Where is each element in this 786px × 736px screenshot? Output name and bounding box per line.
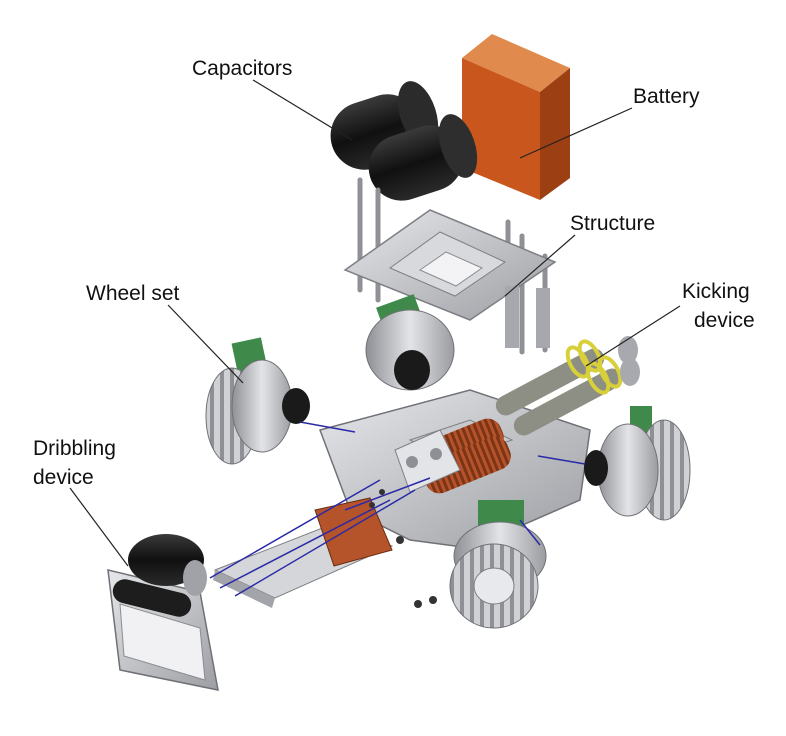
structure-leader xyxy=(504,234,576,297)
wheel-set-front xyxy=(449,500,547,629)
battery xyxy=(462,34,570,200)
battery-label: Battery xyxy=(633,85,700,108)
structure xyxy=(343,177,557,355)
kicking-device-label-line2: device xyxy=(694,309,755,332)
wheel-set-label: Wheel set xyxy=(86,282,180,305)
dribbler-rail xyxy=(213,497,394,608)
capacitors-leader xyxy=(252,79,353,141)
leader-lines xyxy=(69,79,681,567)
wheel-set-leader xyxy=(167,304,244,384)
dribbling-device-label-line2: device xyxy=(33,466,94,489)
screws xyxy=(369,489,437,608)
dribbling-device-label-line1: Dribbling xyxy=(33,437,116,460)
solenoid xyxy=(394,418,511,494)
capacitors-label: Capacitors xyxy=(192,57,293,80)
wheel-set-right xyxy=(584,406,691,521)
capacitors xyxy=(330,81,478,201)
wheel-set-left xyxy=(205,337,310,465)
kicking-device-label-line1: Kicking xyxy=(682,280,750,303)
dribbling-device-leader xyxy=(69,487,129,567)
center-motor xyxy=(365,294,455,391)
battery-leader xyxy=(519,107,633,159)
dribbling-device xyxy=(107,534,219,691)
connector-lines xyxy=(209,421,586,597)
structure-label: Structure xyxy=(570,212,656,235)
kicking-device-leader xyxy=(585,305,681,367)
kicking-device xyxy=(495,336,640,436)
